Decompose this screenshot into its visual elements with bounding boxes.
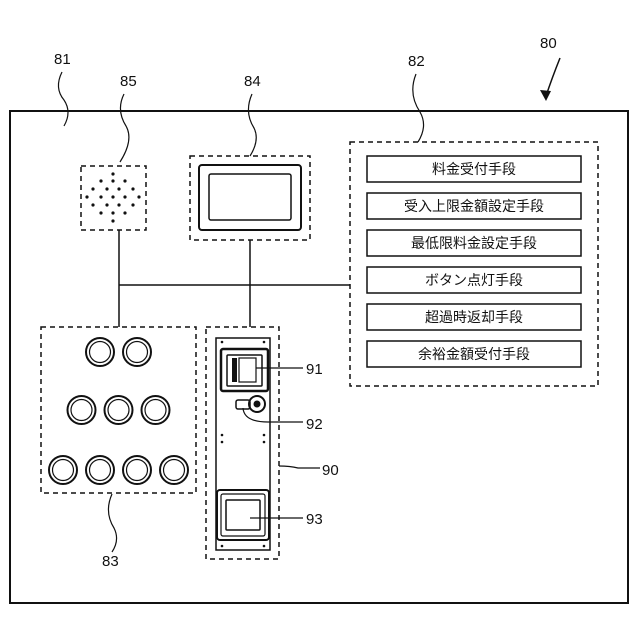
leader-81 bbox=[58, 72, 68, 126]
selection-button bbox=[160, 456, 188, 484]
selection-button bbox=[105, 396, 133, 424]
leader-83 bbox=[108, 494, 116, 552]
button-grid bbox=[49, 338, 188, 484]
label-93: 93 bbox=[306, 511, 323, 528]
label-85: 85 bbox=[120, 73, 137, 90]
leader-85 bbox=[120, 94, 129, 162]
label-91: 91 bbox=[306, 361, 323, 378]
selection-button bbox=[142, 396, 170, 424]
coin-return bbox=[236, 396, 265, 412]
selection-button bbox=[123, 338, 151, 366]
leader-84 bbox=[248, 94, 256, 156]
coin-slot bbox=[221, 349, 268, 391]
leader-82 bbox=[413, 74, 424, 142]
selection-button bbox=[86, 338, 114, 366]
housing-frame bbox=[10, 111, 628, 603]
label-83: 83 bbox=[102, 553, 119, 570]
selection-button bbox=[123, 456, 151, 484]
connection-lines bbox=[119, 230, 350, 327]
arrow-80-head bbox=[540, 90, 551, 101]
label-84: 84 bbox=[244, 73, 261, 90]
control-means-label: 料金受付手段 bbox=[432, 162, 516, 178]
control-means-label: 受入上限金額設定手段 bbox=[404, 199, 544, 215]
control-means-label: 余裕金額受付手段 bbox=[418, 346, 530, 363]
control-means-label: 最低限料金設定手段 bbox=[411, 236, 537, 252]
label-92: 92 bbox=[306, 416, 323, 433]
selection-button bbox=[68, 396, 96, 424]
control-means-list: 料金受付手段受入上限金額設定手段最低限料金設定手段ボタン点灯手段超過時返却手段余… bbox=[367, 156, 581, 367]
speaker-dots bbox=[85, 172, 140, 222]
selection-button bbox=[49, 456, 77, 484]
selection-button bbox=[86, 456, 114, 484]
arrow-80 bbox=[546, 58, 560, 96]
buttons-box bbox=[41, 327, 196, 493]
display-box bbox=[190, 156, 310, 240]
label-81: 81 bbox=[54, 51, 71, 68]
label-90: 90 bbox=[322, 462, 339, 479]
label-82: 82 bbox=[408, 53, 425, 70]
control-means-label: 超過時返却手段 bbox=[425, 310, 523, 326]
leader-90 bbox=[279, 466, 320, 468]
label-80: 80 bbox=[540, 35, 557, 52]
card-slot bbox=[217, 490, 269, 540]
control-means-label: ボタン点灯手段 bbox=[425, 273, 523, 289]
display-screen bbox=[209, 174, 291, 220]
